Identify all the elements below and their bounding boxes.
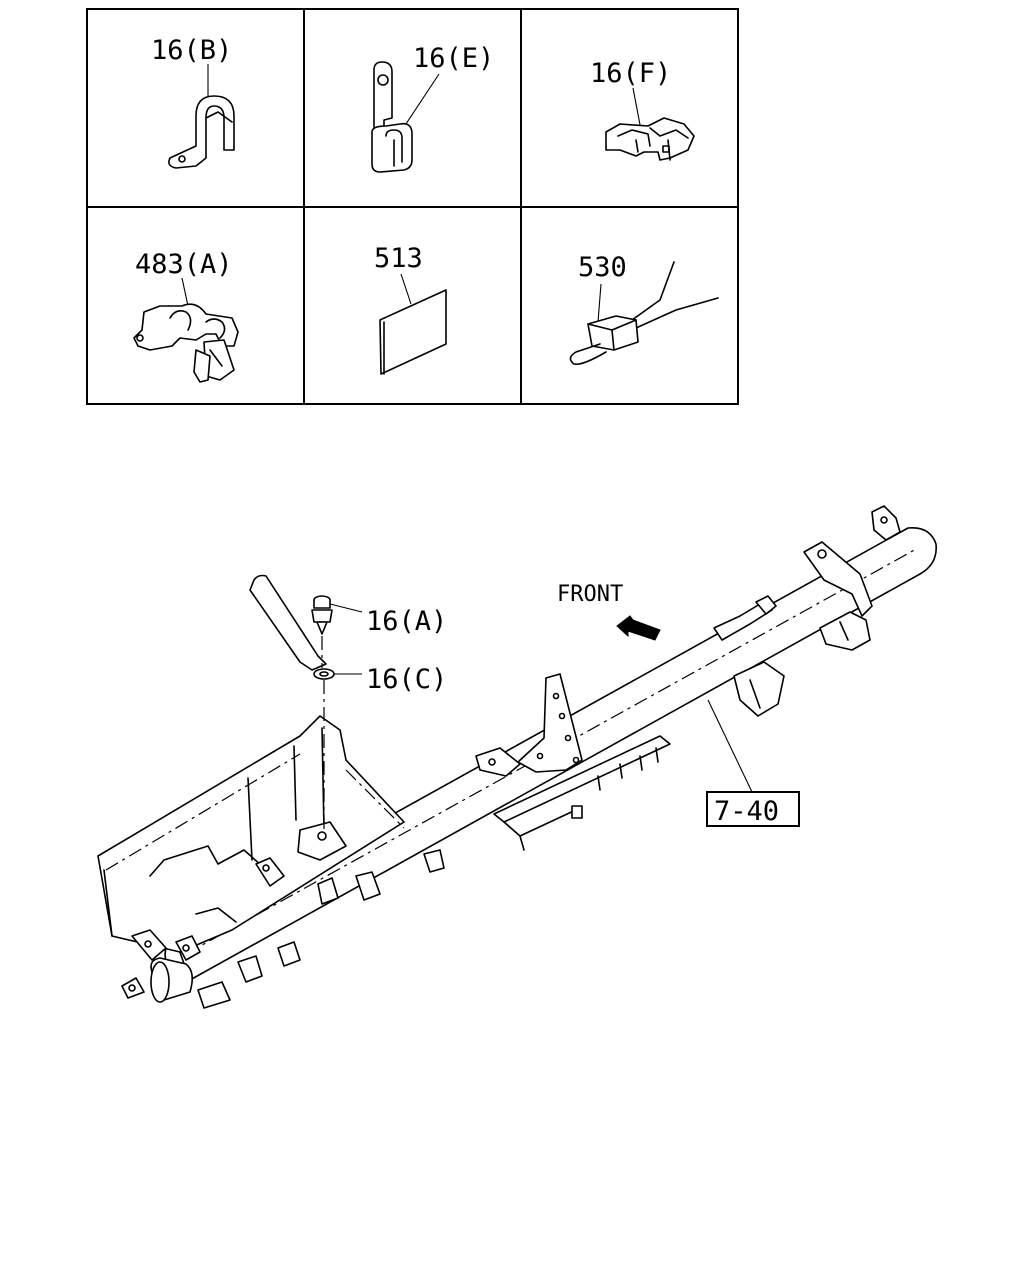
u-clamp-icon [168,95,235,169]
parts-cell-513: 513 [374,243,447,375]
part-label-483a: 483(A) [135,249,233,280]
part-label-16b: 16(B) [151,35,232,66]
hose-clip-icon [371,61,413,173]
washer-16c [313,668,335,680]
bolt-16a [311,595,333,635]
reference-label: 7-40 [714,796,779,827]
callout-line-ref [707,699,753,793]
double-clip-icon [133,303,239,383]
part-label-530: 530 [578,252,627,283]
part-label-16e: 16(E) [413,43,494,74]
crossmember-assembly [97,505,937,1009]
wire-clip-icon [569,261,719,366]
parts-cell-483a: 483(A) [133,249,239,383]
reference-box [706,791,800,827]
harness-clip-icon [605,117,695,161]
callout-16a: 16(A) [366,606,447,637]
part-label-513: 513 [374,243,423,274]
parts-cell-530: 530 [569,252,719,366]
parts-cell-16b: 16(B) [151,35,235,169]
part-label-16f: 16(F) [590,58,671,89]
front-arrow-icon [616,615,661,641]
parts-cell-16f: 16(F) [590,58,695,161]
pad-icon [379,289,447,375]
callout-line-16a [329,603,363,613]
parts-table [86,8,739,405]
parts-cell-16e: 16(E) [371,43,494,173]
callout-16c: 16(C) [366,664,447,695]
front-label: FRONT [557,582,623,607]
